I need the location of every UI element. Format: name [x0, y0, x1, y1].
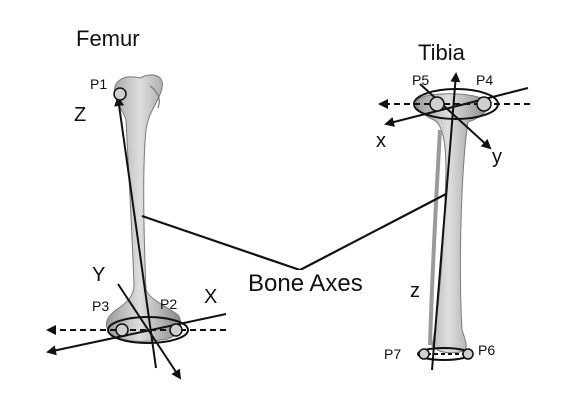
- femur-x-label: X: [204, 286, 217, 309]
- femur-point-p1: [114, 88, 126, 100]
- tibia-point-p7: [419, 349, 429, 359]
- tibia-x-label: x: [376, 130, 386, 153]
- tibia-point-p6: [463, 349, 473, 359]
- femur-point-p3: [116, 324, 128, 336]
- femur-p1-label: P1: [90, 76, 107, 92]
- leader-to-femur: [142, 216, 300, 270]
- femur-z-label: Z: [74, 104, 86, 127]
- bone-axes-label: Bone Axes: [246, 270, 365, 298]
- femur-y-label: Y: [92, 264, 105, 287]
- tibia-point-p5: [430, 97, 444, 111]
- tibia-title: Tibia: [418, 40, 465, 66]
- tibia-p6-label: P6: [478, 342, 495, 358]
- femur-title: Femur: [76, 26, 140, 52]
- tibia-point-p4: [477, 97, 491, 111]
- tibia-y-label: y: [492, 146, 502, 169]
- tibia-z-label: z: [410, 280, 420, 303]
- tibia-p4-label: P4: [476, 72, 493, 88]
- bone-axes-leaders: [142, 194, 446, 270]
- femur-p3-label: P3: [92, 298, 109, 314]
- leader-to-tibia: [300, 194, 446, 270]
- tibia-p5-label: P5: [412, 72, 429, 88]
- femur-point-p2: [170, 324, 182, 336]
- femur-p2-label: P2: [160, 296, 177, 312]
- tibia-p7-label: P7: [384, 346, 401, 362]
